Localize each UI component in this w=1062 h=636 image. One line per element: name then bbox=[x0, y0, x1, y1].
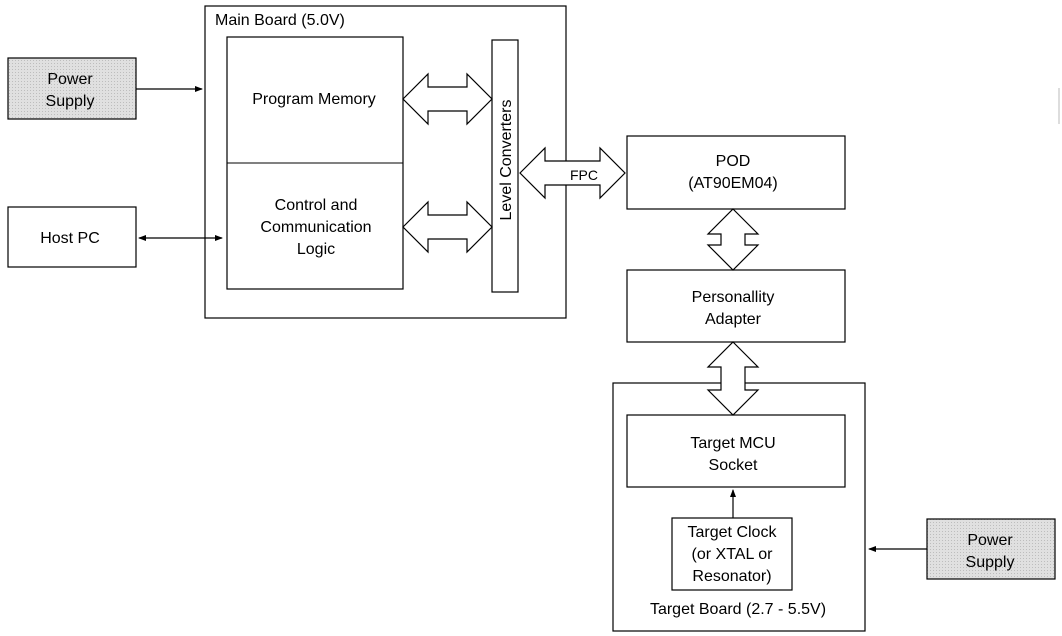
target-mcu-socket-block bbox=[626, 414, 846, 488]
level-converters-block bbox=[491, 39, 519, 293]
pod-line-2: (AT90EM04) bbox=[688, 175, 778, 192]
target-mcu-line-2: Socket bbox=[709, 457, 758, 474]
fpc-double-arrow bbox=[519, 146, 626, 200]
target-clock-line-1: Target Clock bbox=[688, 524, 778, 541]
power-supply-right-line-1: Power bbox=[967, 532, 1013, 549]
target-board-title: Target Board (2.7 - 5.5V) bbox=[650, 601, 826, 618]
pod-line-1: POD bbox=[716, 153, 751, 170]
fpc-label: FPC bbox=[570, 167, 598, 183]
power-supply-left-line-1: Power bbox=[47, 71, 93, 88]
main-board-title: Main Board (5.0V) bbox=[215, 12, 345, 29]
logic-converter-double-arrow bbox=[402, 200, 493, 254]
personality-adapter-block: Personallity Adapter bbox=[626, 269, 846, 343]
adapter-socket-double-arrow bbox=[706, 341, 760, 416]
target-mcu-line-1: Target MCU bbox=[690, 435, 775, 452]
control-logic-line-3: Logic bbox=[297, 241, 335, 258]
control-logic-line-2: Communication bbox=[260, 219, 371, 236]
power-supply-left-line-2: Supply bbox=[46, 93, 95, 110]
pod-block: POD (AT90EM04) bbox=[626, 135, 846, 210]
pod-adapter-double-arrow bbox=[706, 208, 760, 271]
control-logic-line-1: Control and bbox=[275, 197, 358, 214]
power-supply-right: Power Supply bbox=[926, 518, 1056, 580]
level-converters-label: Level Converters bbox=[498, 100, 515, 221]
personality-adapter-line-1: Personallity bbox=[692, 289, 775, 306]
power-supply-right-line-2: Supply bbox=[966, 554, 1015, 571]
memory-converter-double-arrow bbox=[402, 72, 493, 126]
host-pc: Host PC bbox=[7, 206, 137, 268]
target-clock-line-3: Resonator) bbox=[692, 568, 771, 585]
target-clock-block bbox=[671, 517, 793, 591]
target-clock-line-2: (or XTAL or bbox=[692, 546, 774, 563]
program-memory-label: Program Memory bbox=[252, 91, 376, 108]
main-board: Main Board (5.0V) Program Memory Control… bbox=[204, 5, 567, 319]
target-board: Target Board (2.7 - 5.5V) Target MCU Soc… bbox=[612, 382, 866, 632]
personality-adapter-line-2: Adapter bbox=[705, 311, 762, 328]
host-pc-label: Host PC bbox=[40, 230, 100, 247]
power-supply-left: Power Supply bbox=[7, 57, 137, 120]
